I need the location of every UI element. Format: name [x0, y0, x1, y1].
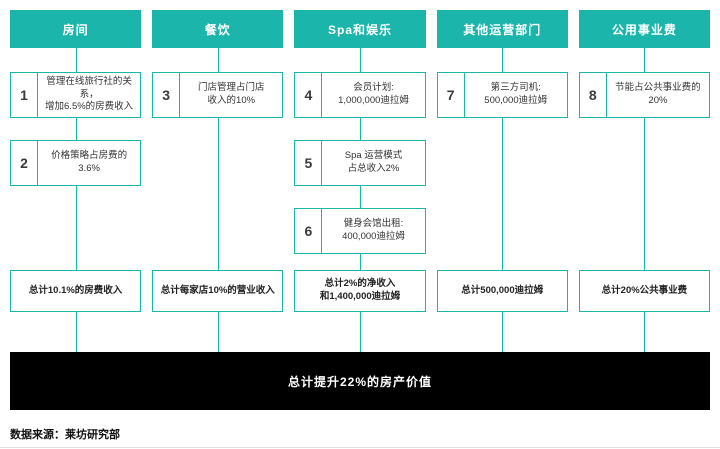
step-number: 7 [438, 73, 465, 117]
step-text: 门店管理占门店 收入的10% [198, 82, 265, 106]
step-text: Spa 运营模式 占总收入2% [344, 150, 403, 174]
step-number: 5 [295, 141, 323, 185]
summary-box: 总计20%公共事业费 [578, 270, 711, 312]
column-rooms: 房间 1 管理在线旅行社的关系， 增加6.5%的房费收入 2 价格策略占房费的3… [10, 10, 142, 352]
step-text: 健身会馆出租: 400,000迪拉姆 [342, 218, 405, 242]
column-spa-entertainment: Spa和娱乐 4 会员计划: 1,000,000迪拉姆 5 Spa 运营模式 占… [294, 10, 426, 352]
column-header: 餐饮 [152, 10, 284, 48]
column-header: 公用事业费 [578, 10, 711, 48]
summary-box: 总计10.1%的房费收入 [10, 270, 142, 312]
step-box: 1 管理在线旅行社的关系， 增加6.5%的房费收入 [10, 72, 142, 118]
summary-box: 总计2%的净收入 和1,400,000迪拉姆 [294, 270, 426, 312]
step-number: 1 [11, 73, 38, 117]
step-number: 8 [580, 73, 607, 117]
step-box: 6 健身会馆出租: 400,000迪拉姆 [294, 208, 426, 254]
bottom-divider [0, 447, 720, 448]
connector-line [360, 30, 361, 352]
step-box: 5 Spa 运营模式 占总收入2% [294, 140, 426, 186]
step-text: 价格策略占房费的3.6% [51, 150, 128, 174]
step-text: 管理在线旅行社的关系， 增加6.5%的房费收入 [45, 75, 134, 113]
connector-line [502, 30, 504, 352]
column-header: 房间 [10, 10, 142, 48]
column-other-departments: 其他运营部门 7 第三方司机: 500,000迪拉姆 总计500,000迪拉姆 [436, 10, 568, 352]
step-box: 7 第三方司机: 500,000迪拉姆 [436, 72, 568, 118]
step-number: 4 [295, 73, 323, 117]
source-note: 数据来源：莱坊研究部 [10, 429, 120, 441]
step-box: 3 门店管理占门店 收入的10% [152, 72, 284, 118]
step-box: 8 节能占公共事业费的20% [578, 72, 711, 118]
step-box: 4 会员计划: 1,000,000迪拉姆 [294, 72, 426, 118]
step-number: 6 [295, 209, 323, 253]
column-header: Spa和娱乐 [294, 10, 426, 48]
column-header: 其他运营部门 [436, 10, 568, 48]
summary-box: 总计每家店10%的营业收入 [152, 270, 284, 312]
column-food-beverage: 餐饮 3 门店管理占门店 收入的10% 总计每家店10%的营业收入 [152, 10, 284, 352]
step-text: 第三方司机: 500,000迪拉姆 [484, 82, 548, 106]
step-box: 2 价格策略占房费的3.6% [10, 140, 142, 186]
total-value-bar: 总计提升22%的房产价值 [10, 352, 710, 410]
step-number: 2 [11, 141, 38, 185]
step-number: 3 [153, 73, 181, 117]
column-utilities: 公用事业费 8 节能占公共事业费的20% 总计20%公共事业费 [578, 10, 711, 352]
connector-line [75, 30, 77, 352]
summary-box: 总计500,000迪拉姆 [436, 270, 568, 312]
connector-line [217, 30, 219, 352]
step-text: 会员计划: 1,000,000迪拉姆 [338, 82, 409, 106]
connector-line [644, 30, 646, 352]
step-text: 节能占公共事业费的20% [615, 82, 701, 106]
columns-area: 房间 1 管理在线旅行社的关系， 增加6.5%的房费收入 2 价格策略占房费的3… [10, 10, 711, 352]
